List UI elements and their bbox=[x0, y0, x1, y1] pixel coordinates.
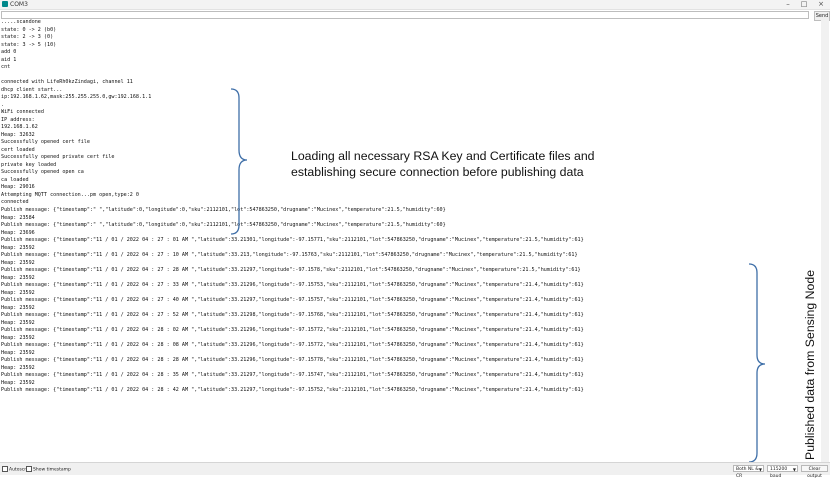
console-line: Publish message: {"timestamp":"11 / 01 /… bbox=[1, 327, 584, 334]
show-timestamp-label: Show timestamp bbox=[33, 467, 71, 473]
console-line: Heap: 23592 bbox=[1, 274, 35, 281]
console-line: Successfully opened open ca bbox=[1, 169, 84, 176]
console-line: Successfully opened cert file bbox=[1, 139, 90, 146]
published-bracket bbox=[748, 263, 766, 463]
setup-annotation: Loading all necessary RSA Key and Certif… bbox=[291, 148, 621, 180]
console-line: state: 3 -> 5 (10) bbox=[1, 41, 57, 48]
console-line: Heap: 23592 bbox=[1, 304, 35, 311]
show-timestamp-checkbox[interactable]: Show timestamp bbox=[26, 466, 71, 474]
console-line: Heap: 23696 bbox=[1, 229, 35, 236]
console-line: state: 0 -> 2 (b0) bbox=[1, 26, 57, 33]
autoscroll-label: Autoscroll bbox=[9, 467, 32, 473]
minimize-icon[interactable]: – bbox=[786, 0, 790, 8]
console-line: aid 1 bbox=[1, 56, 17, 63]
console-line: Heap: 23592 bbox=[1, 334, 35, 341]
console-line: add 0 bbox=[1, 49, 17, 56]
console-line: 192.168.1.62 bbox=[1, 124, 38, 131]
serial-input[interactable] bbox=[1, 11, 809, 19]
console-line: cnt bbox=[1, 64, 11, 71]
line-ending-value: Both NL & CR bbox=[736, 467, 759, 479]
console-line: Heap: 32632 bbox=[1, 131, 35, 138]
autoscroll-checkbox[interactable]: Autoscroll bbox=[2, 466, 31, 474]
console-line: Heap: 23592 bbox=[1, 259, 35, 266]
chevron-down-icon: ▼ bbox=[792, 467, 796, 472]
line-ending-select[interactable]: Both NL & CR▼ bbox=[733, 465, 764, 479]
console-line: Heap: 23592 bbox=[1, 244, 35, 251]
chevron-down-icon: ▼ bbox=[758, 467, 762, 472]
console-line: Publish message: {"timestamp":"11 / 01 /… bbox=[1, 267, 581, 274]
console-line: private key loaded bbox=[1, 161, 57, 168]
console-line: Publish message: {"timestamp":"11 / 01 /… bbox=[1, 387, 584, 394]
console-line: connected with LifeRh0kzZindagi, channel… bbox=[1, 79, 133, 86]
status-bar: Autoscroll Show timestamp Both NL & CR▼ … bbox=[0, 462, 830, 479]
maximize-icon[interactable]: □ bbox=[800, 0, 808, 8]
published-annotation: Published data from Sensing Node bbox=[803, 269, 817, 460]
console-line: Publish message: {"timestamp":"11 / 01 /… bbox=[1, 297, 584, 304]
console-line: WiFi connected bbox=[1, 109, 44, 116]
console-line: Heap: 23592 bbox=[1, 349, 35, 356]
console-line: Publish message: {"timestamp":"11 / 01 /… bbox=[1, 372, 584, 379]
console-line: Publish message: {"timestamp":"11 / 01 /… bbox=[1, 312, 584, 319]
title-bar: COM3 – □ × bbox=[0, 0, 830, 10]
console-line: Publish message: {"timestamp":"11 / 01 /… bbox=[1, 237, 584, 244]
console-line: connected bbox=[1, 199, 29, 206]
arduino-app-icon bbox=[2, 1, 8, 7]
setup-bracket bbox=[230, 88, 248, 235]
console-line: ca loaded bbox=[1, 176, 29, 183]
console-line: Publish message: {"timestamp":" ","latit… bbox=[1, 222, 446, 229]
console-line: .....scandone bbox=[1, 19, 41, 25]
baud-rate-select[interactable]: 115200 baud ▼ bbox=[767, 465, 798, 479]
clear-output-button[interactable]: Clear output bbox=[801, 465, 828, 479]
close-icon[interactable]: × bbox=[818, 0, 824, 8]
console-line: IP address: bbox=[1, 116, 35, 123]
console-line: Publish message: {"timestamp":"11 / 01 /… bbox=[1, 282, 584, 289]
console-line: Heap: 23592 bbox=[1, 289, 35, 296]
setup-annotation-line1: Loading all necessary RSA Key and Certif… bbox=[291, 149, 595, 163]
console-line: Heap: 23592 bbox=[1, 319, 35, 326]
console-line: Heap: 29016 bbox=[1, 184, 35, 191]
window-title: COM3 bbox=[10, 1, 28, 8]
console-line: Heap: 23592 bbox=[1, 364, 35, 371]
console-line: dhcp client start... bbox=[1, 86, 63, 93]
console-line: Heap: 23592 bbox=[1, 379, 35, 386]
timestamp-checkbox-icon bbox=[26, 466, 32, 472]
console-line: Heap: 23584 bbox=[1, 214, 35, 221]
console-line: Publish message: {"timestamp":"11 / 01 /… bbox=[1, 252, 578, 259]
console-line: Successfully opened private cert file bbox=[1, 154, 115, 161]
console-line: state: 2 -> 3 (0) bbox=[1, 34, 54, 41]
console-line: Publish message: {"timestamp":" ","latit… bbox=[1, 207, 446, 213]
console-line: Publish message: {"timestamp":"11 / 01 /… bbox=[1, 342, 584, 349]
vertical-scrollbar[interactable] bbox=[821, 20, 829, 462]
console-line: ip:192.168.1.62,mask:255.255.255.0,gw:19… bbox=[1, 94, 152, 101]
autoscroll-checkbox-icon bbox=[2, 466, 8, 472]
baud-rate-value: 115200 baud bbox=[770, 467, 788, 479]
setup-annotation-line2: establishing secure connection before pu… bbox=[291, 165, 584, 179]
console-line: . bbox=[1, 101, 5, 108]
console-line: Attempting MQTT connection...pm open,typ… bbox=[1, 191, 140, 198]
console-line: cert loaded bbox=[1, 146, 35, 153]
console-line: Publish message: {"timestamp":"11 / 01 /… bbox=[1, 357, 584, 364]
